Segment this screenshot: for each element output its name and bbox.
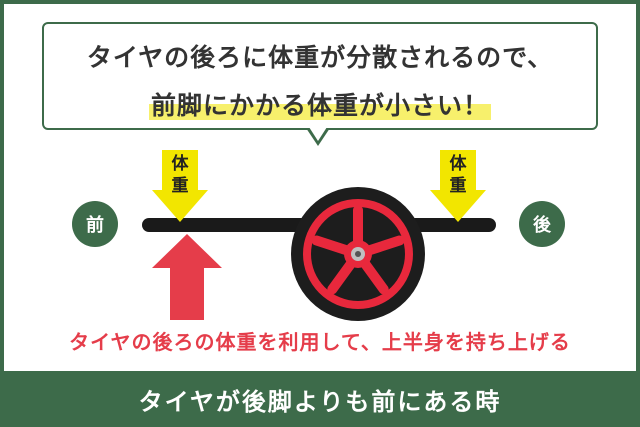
speech-bubble: タイヤの後ろに体重が分散されるので、 前脚にかかる体重が小さい！ [42, 22, 598, 130]
back-badge: 後 [519, 201, 565, 247]
bubble-highlight: 前脚にかかる体重が小さい！ [148, 91, 491, 120]
weight-arrow-right: 体 重 [430, 150, 486, 224]
weight-label-right-1: 体 [449, 154, 467, 174]
front-badge: 前 [72, 201, 118, 247]
footer-banner: タイヤが後脚よりも前にある時 [0, 371, 640, 427]
weight-label-left-1: 体 [171, 154, 189, 174]
weight-arrow-left: 体 重 [152, 150, 208, 224]
arrow-down-icon [152, 150, 208, 222]
weight-label-left-2: 重 [171, 176, 189, 196]
bubble-text-line2: 前脚にかかる体重が小さい！ [44, 86, 596, 122]
footer-text: タイヤが後脚よりも前にある時 [138, 387, 502, 416]
bubble-tail-inner [309, 127, 327, 141]
wheel-icon [291, 187, 425, 321]
arrow-up-icon [152, 234, 222, 320]
caption-text: タイヤの後ろの体重を利用して、上半身を持ち上げる [69, 330, 571, 354]
weight-label-right-2: 重 [449, 176, 467, 196]
bubble-text-line1: タイヤの後ろに体重が分散されるので、 [86, 43, 554, 72]
arrow-down-icon [430, 150, 486, 222]
